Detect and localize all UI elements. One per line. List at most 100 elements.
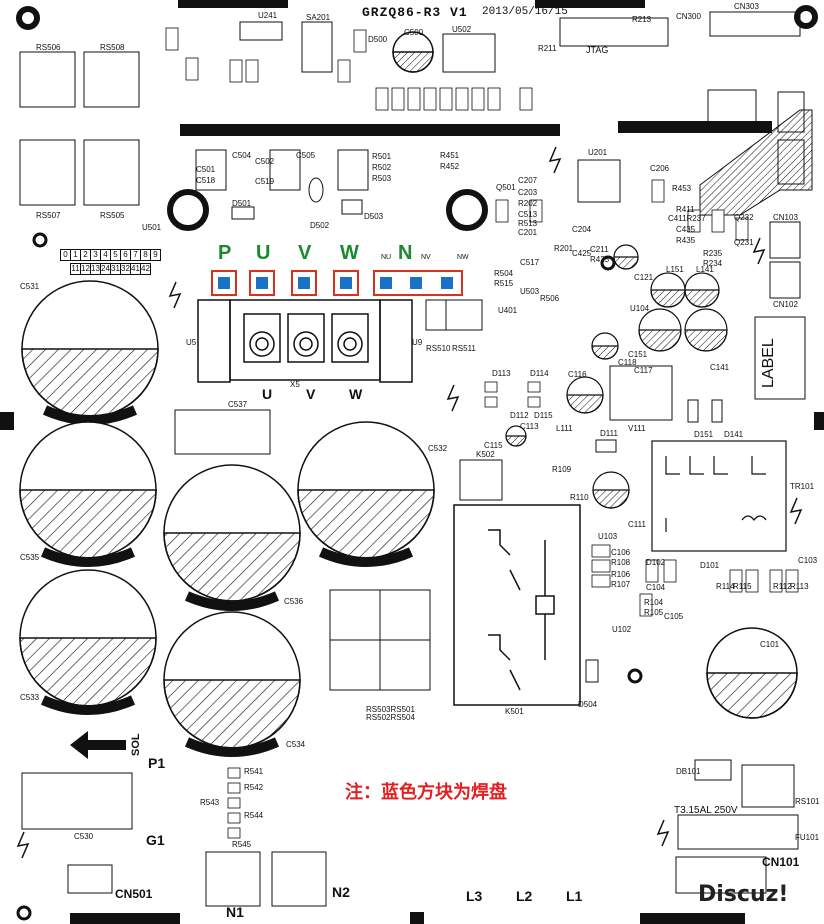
ic-sa201 [301, 21, 333, 73]
n2-connector [271, 851, 327, 907]
label-c537: C537 [228, 400, 248, 409]
label-r515: R515 [494, 279, 514, 288]
label-rs502: RS502RS504 [366, 713, 415, 722]
pad-label-v: V [298, 242, 312, 264]
cap-c537 [174, 409, 271, 455]
label-c203: C203 [518, 188, 538, 197]
label-c206: C206 [650, 164, 670, 173]
label-c505: C505 [296, 151, 316, 160]
label-r235: R235 [703, 249, 723, 258]
label-r109: R109 [552, 465, 572, 474]
edge-tab [814, 412, 824, 430]
mounting-holes [16, 5, 818, 921]
label-r234: R234 [703, 259, 723, 268]
label-c411: C411R237 [668, 214, 706, 223]
label-c121: C121 [634, 273, 654, 282]
label-rs503: RS503RS501 [366, 705, 415, 714]
diode-d503 [341, 199, 363, 215]
pad-label-p: P [218, 242, 232, 264]
label-c117: C117 [634, 366, 653, 375]
label-r504: R504 [494, 269, 514, 278]
header-bar [180, 124, 560, 136]
label-c533: C533 [20, 693, 40, 702]
label-r544: R544 [244, 811, 264, 820]
label-c111: C111 [628, 520, 646, 529]
pad-nv: NV [421, 254, 431, 261]
label-d503: D503 [364, 212, 384, 221]
jtag-label: JTAG [586, 45, 609, 55]
label-c535: C535 [20, 553, 40, 562]
pad-label-u: U [256, 242, 271, 264]
label-c204: C204 [572, 225, 592, 234]
label-u104: U104 [630, 304, 650, 313]
label-u503: U503 [520, 287, 540, 296]
label-rs506: RS506 [36, 43, 61, 52]
label-u5: U5 [186, 338, 197, 347]
label-rs510: RS510 [426, 344, 451, 353]
label-db101: DB101 [676, 767, 701, 776]
label-c532: C532 [428, 444, 448, 453]
label-k502: K502 [476, 450, 495, 459]
label-c530: C530 [74, 832, 94, 841]
label-v111: V111 [628, 424, 646, 433]
label-rs508: RS508 [100, 43, 125, 52]
jtag-connector [559, 17, 669, 47]
ic-u241 [239, 21, 283, 41]
label-tr101: TR101 [790, 482, 815, 491]
note-text: 注：蓝色方块为焊盘 [345, 782, 507, 803]
label-fu101: FU101 [795, 833, 820, 842]
ic-u502 [442, 33, 496, 73]
label-u9: U9 [412, 338, 423, 347]
label-d111: D111 [600, 429, 618, 438]
label-l141: L141 [696, 265, 714, 274]
connector-cn501: CN501 [115, 887, 153, 901]
label-u102: U102 [612, 625, 632, 634]
edge-tab [178, 0, 288, 8]
label-sa201: SA201 [306, 13, 331, 22]
terminal-u: U [262, 386, 273, 402]
cn103 [769, 221, 801, 259]
terminal-l3: L3 [466, 888, 483, 904]
cn501 [67, 864, 113, 894]
label-d502: D502 [310, 221, 330, 230]
terminal-block-uvw [197, 299, 413, 383]
label-c118: C118 [618, 358, 637, 367]
terminal-n2: N2 [332, 884, 350, 900]
label-r545: R545 [232, 840, 252, 849]
label-u201: U201 [588, 148, 608, 157]
label-r106: R106 [611, 570, 631, 579]
arrow-icon [70, 731, 126, 759]
pad-w [333, 270, 359, 296]
board-date: 2013/05/16/15 [482, 6, 568, 18]
terminal-p1: P1 [148, 755, 166, 771]
pad-label-w: W [340, 242, 359, 264]
label-cn300: CN300 [676, 12, 701, 21]
label-r113: R113 [790, 582, 809, 591]
label-r211: R211 [538, 44, 557, 53]
pin-cell: 42 [140, 263, 151, 275]
terminal-v: V [306, 386, 316, 402]
label-c115: C115 [484, 441, 503, 450]
bulk-capacitors [19, 31, 798, 757]
label-r213: R213 [632, 15, 652, 24]
cap-c504 [337, 149, 369, 191]
resistor-rs505 [83, 139, 140, 206]
axial-diodes [585, 399, 723, 683]
label-c534: C534 [286, 740, 306, 749]
label-u502: U502 [452, 25, 472, 34]
terminal-l2: L2 [516, 888, 533, 904]
board-title: GRZQ86-R3 V1 [362, 5, 468, 20]
cap-c530 [21, 772, 133, 830]
edge-tab [410, 912, 424, 924]
label-box [754, 316, 806, 400]
label-r452: R452 [440, 162, 460, 171]
terminal-x5: X5 [290, 380, 300, 389]
label-l111: L111 [556, 424, 573, 433]
resistor-rs507 [19, 139, 76, 206]
label-r201: R201 [554, 244, 574, 253]
relay-k502 [459, 459, 503, 501]
